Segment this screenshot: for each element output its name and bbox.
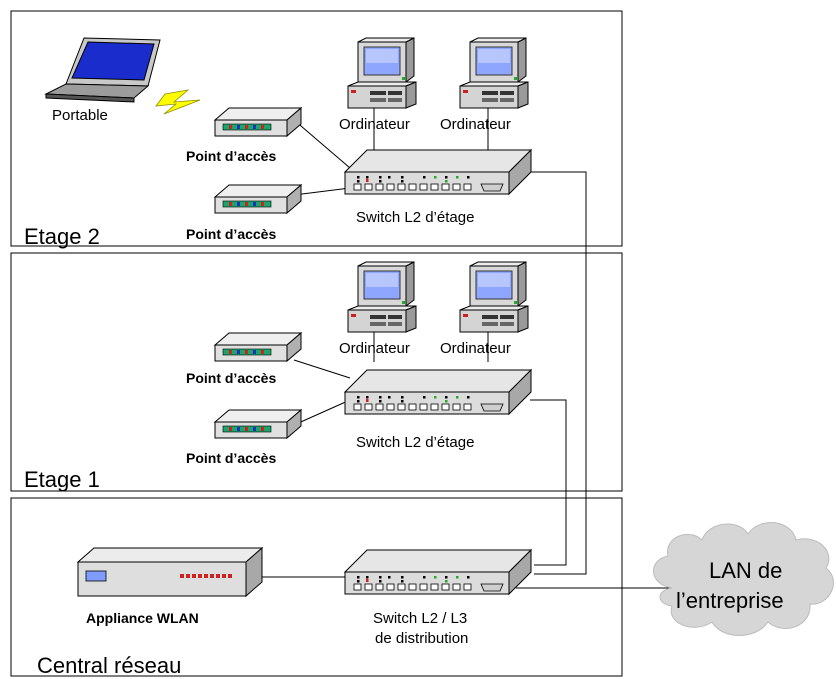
access-point-icon xyxy=(214,107,302,137)
floor-box-central xyxy=(10,497,623,677)
computer-label: Ordinateur xyxy=(339,116,410,133)
switch-label: Switch L2 d’étage xyxy=(356,209,474,226)
access-point-label: Point d’accès xyxy=(186,370,276,386)
switch-distribution-label-line1: Switch L2 / L3 xyxy=(373,610,467,627)
computer-icon xyxy=(459,37,529,109)
floor-label-etage1: Etage 1 xyxy=(24,467,100,492)
computer-icon xyxy=(347,37,417,109)
access-point-label: Point d’accès xyxy=(186,450,276,466)
access-point-label: Point d’accès xyxy=(186,148,276,164)
access-point-icon xyxy=(214,332,302,362)
switch-icon xyxy=(344,369,532,415)
cloud-icon xyxy=(653,522,834,636)
floor-label-etage2: Etage 2 xyxy=(24,224,100,249)
computer-label: Ordinateur xyxy=(440,340,511,357)
switch-label: Switch L2 d’étage xyxy=(356,434,474,451)
cloud-label-line2: l’entreprise xyxy=(676,588,784,613)
computer-icon xyxy=(347,261,417,333)
switch-icon xyxy=(344,149,532,195)
computer-icon xyxy=(459,261,529,333)
computer-label: Ordinateur xyxy=(440,116,511,133)
access-point-icon xyxy=(214,409,302,439)
connection-lines xyxy=(262,108,680,589)
floor-box-etage2 xyxy=(10,10,623,247)
laptop-icon xyxy=(44,37,161,103)
cloud-label-line1: LAN de xyxy=(709,558,782,583)
wireless-bolt-icon xyxy=(155,89,201,115)
appliance-icon xyxy=(76,546,264,598)
floor-label-central: Central réseau xyxy=(37,653,181,678)
switch-icon xyxy=(344,549,532,595)
access-point-label: Point d’accès xyxy=(186,226,276,242)
appliance-label: Appliance WLAN xyxy=(86,610,199,626)
laptop-label: Portable xyxy=(52,107,108,124)
floor-box-etage1 xyxy=(10,252,623,492)
computer-label: Ordinateur xyxy=(339,340,410,357)
access-point-icon xyxy=(214,184,302,214)
switch-distribution-label-line2: de distribution xyxy=(375,630,468,647)
